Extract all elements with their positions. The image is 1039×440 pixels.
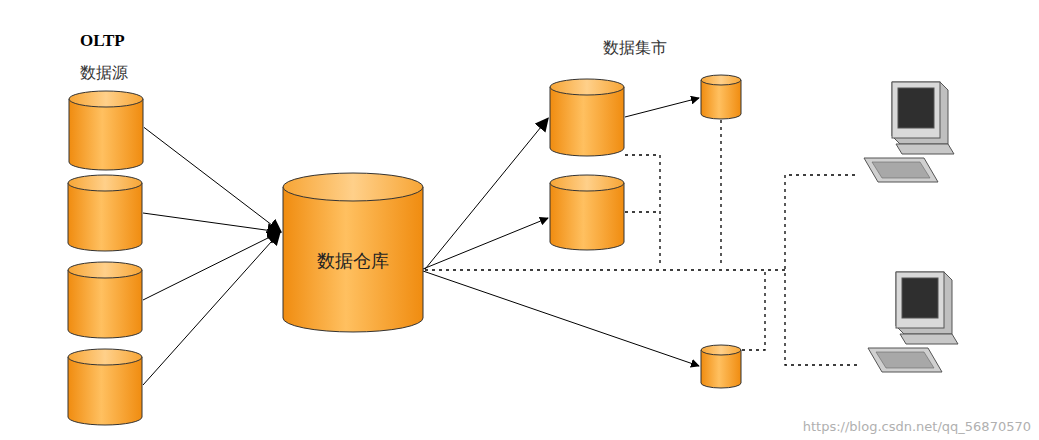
small-mart-cylinder (701, 345, 741, 388)
node-text: OLTP (80, 30, 144, 51)
flow-arrow (144, 127, 281, 232)
watermark: https://blog.csdn.net/qq_56870570 (803, 419, 1031, 434)
source-cylinder (68, 262, 142, 338)
access-line (425, 120, 860, 365)
node-text: 数据源 (80, 63, 144, 83)
mart-cylinder (550, 175, 624, 250)
computer-icon (864, 82, 954, 182)
node-text: 数据仓库 (281, 250, 425, 273)
node-text: 数据集市 (603, 38, 688, 58)
cylinder-shape (68, 90, 144, 172)
warehouse-cylinder: 数据仓库 (281, 172, 425, 334)
computer-icon (868, 272, 958, 372)
mart-cylinder: 数据集市 (548, 38, 688, 158)
source-cylinder: OLTP 数据源 (68, 28, 144, 170)
cylinder-shape (548, 78, 626, 158)
source-cylinder (68, 349, 142, 425)
flow-arrow (425, 118, 548, 269)
source-cylinder (68, 175, 142, 251)
small-mart-cylinder (701, 75, 741, 119)
